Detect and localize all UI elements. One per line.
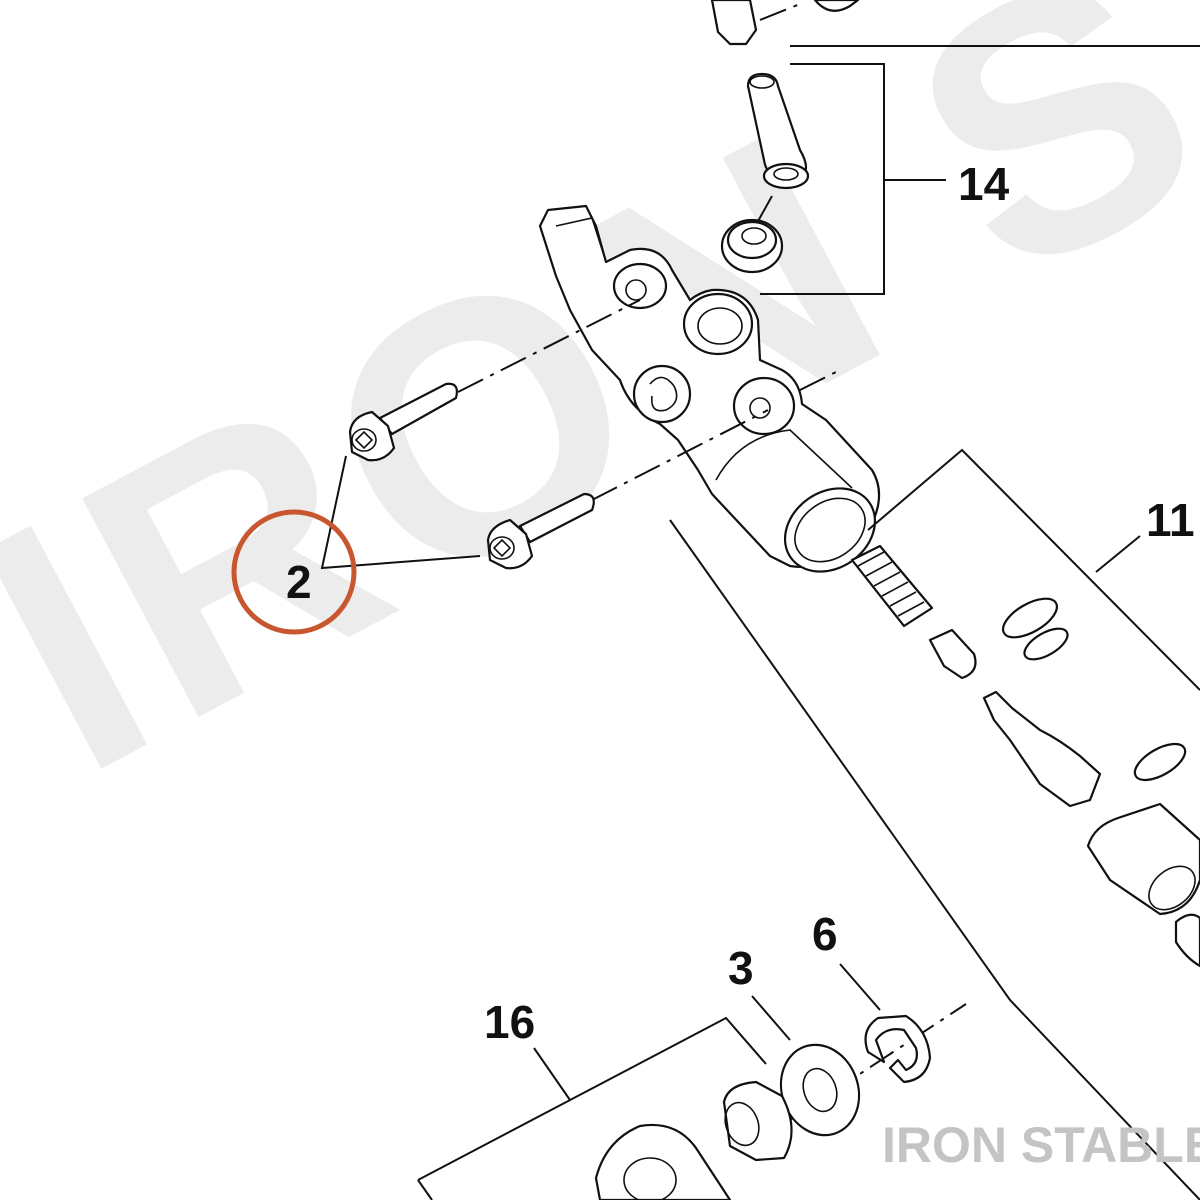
clip-part-6 — [864, 1014, 932, 1084]
bolt-axis-lower — [591, 409, 769, 501]
bracket-11-lower — [669, 519, 1200, 1200]
body-axis — [799, 369, 841, 391]
bushing-part-16 — [722, 1080, 793, 1162]
bracket-11 — [867, 448, 1200, 691]
bracket-16 — [417, 1016, 767, 1181]
callout-3: 3 — [728, 942, 754, 994]
fitting-assembly-part-14 — [720, 72, 810, 274]
brand-logo-text: IRON STABLE — [882, 1117, 1200, 1173]
bracket-16-left — [417, 1179, 433, 1200]
lever-axis — [789, 1003, 967, 1121]
callout-2: 2 — [286, 556, 312, 608]
hose-end-part — [710, 0, 860, 46]
bolt-axis-upper — [457, 299, 641, 393]
callout-14: 14 — [958, 158, 1010, 210]
leader-6 — [839, 963, 881, 1011]
lever-part — [594, 1123, 732, 1200]
highlight-circle — [231, 509, 357, 635]
leader-2 — [320, 455, 481, 570]
leader-3 — [751, 995, 791, 1041]
bolt-upper-part-2 — [348, 382, 458, 462]
master-cylinder-body — [538, 204, 881, 573]
callout-16: 16 — [484, 996, 535, 1048]
callout-6: 6 — [812, 908, 838, 960]
internal-parts-group-11 — [850, 544, 1200, 968]
leader-11 — [1095, 535, 1141, 573]
leader-16 — [533, 1047, 571, 1101]
callout-11: 11 — [1146, 494, 1195, 546]
bolt-lower-part-2 — [486, 492, 595, 570]
